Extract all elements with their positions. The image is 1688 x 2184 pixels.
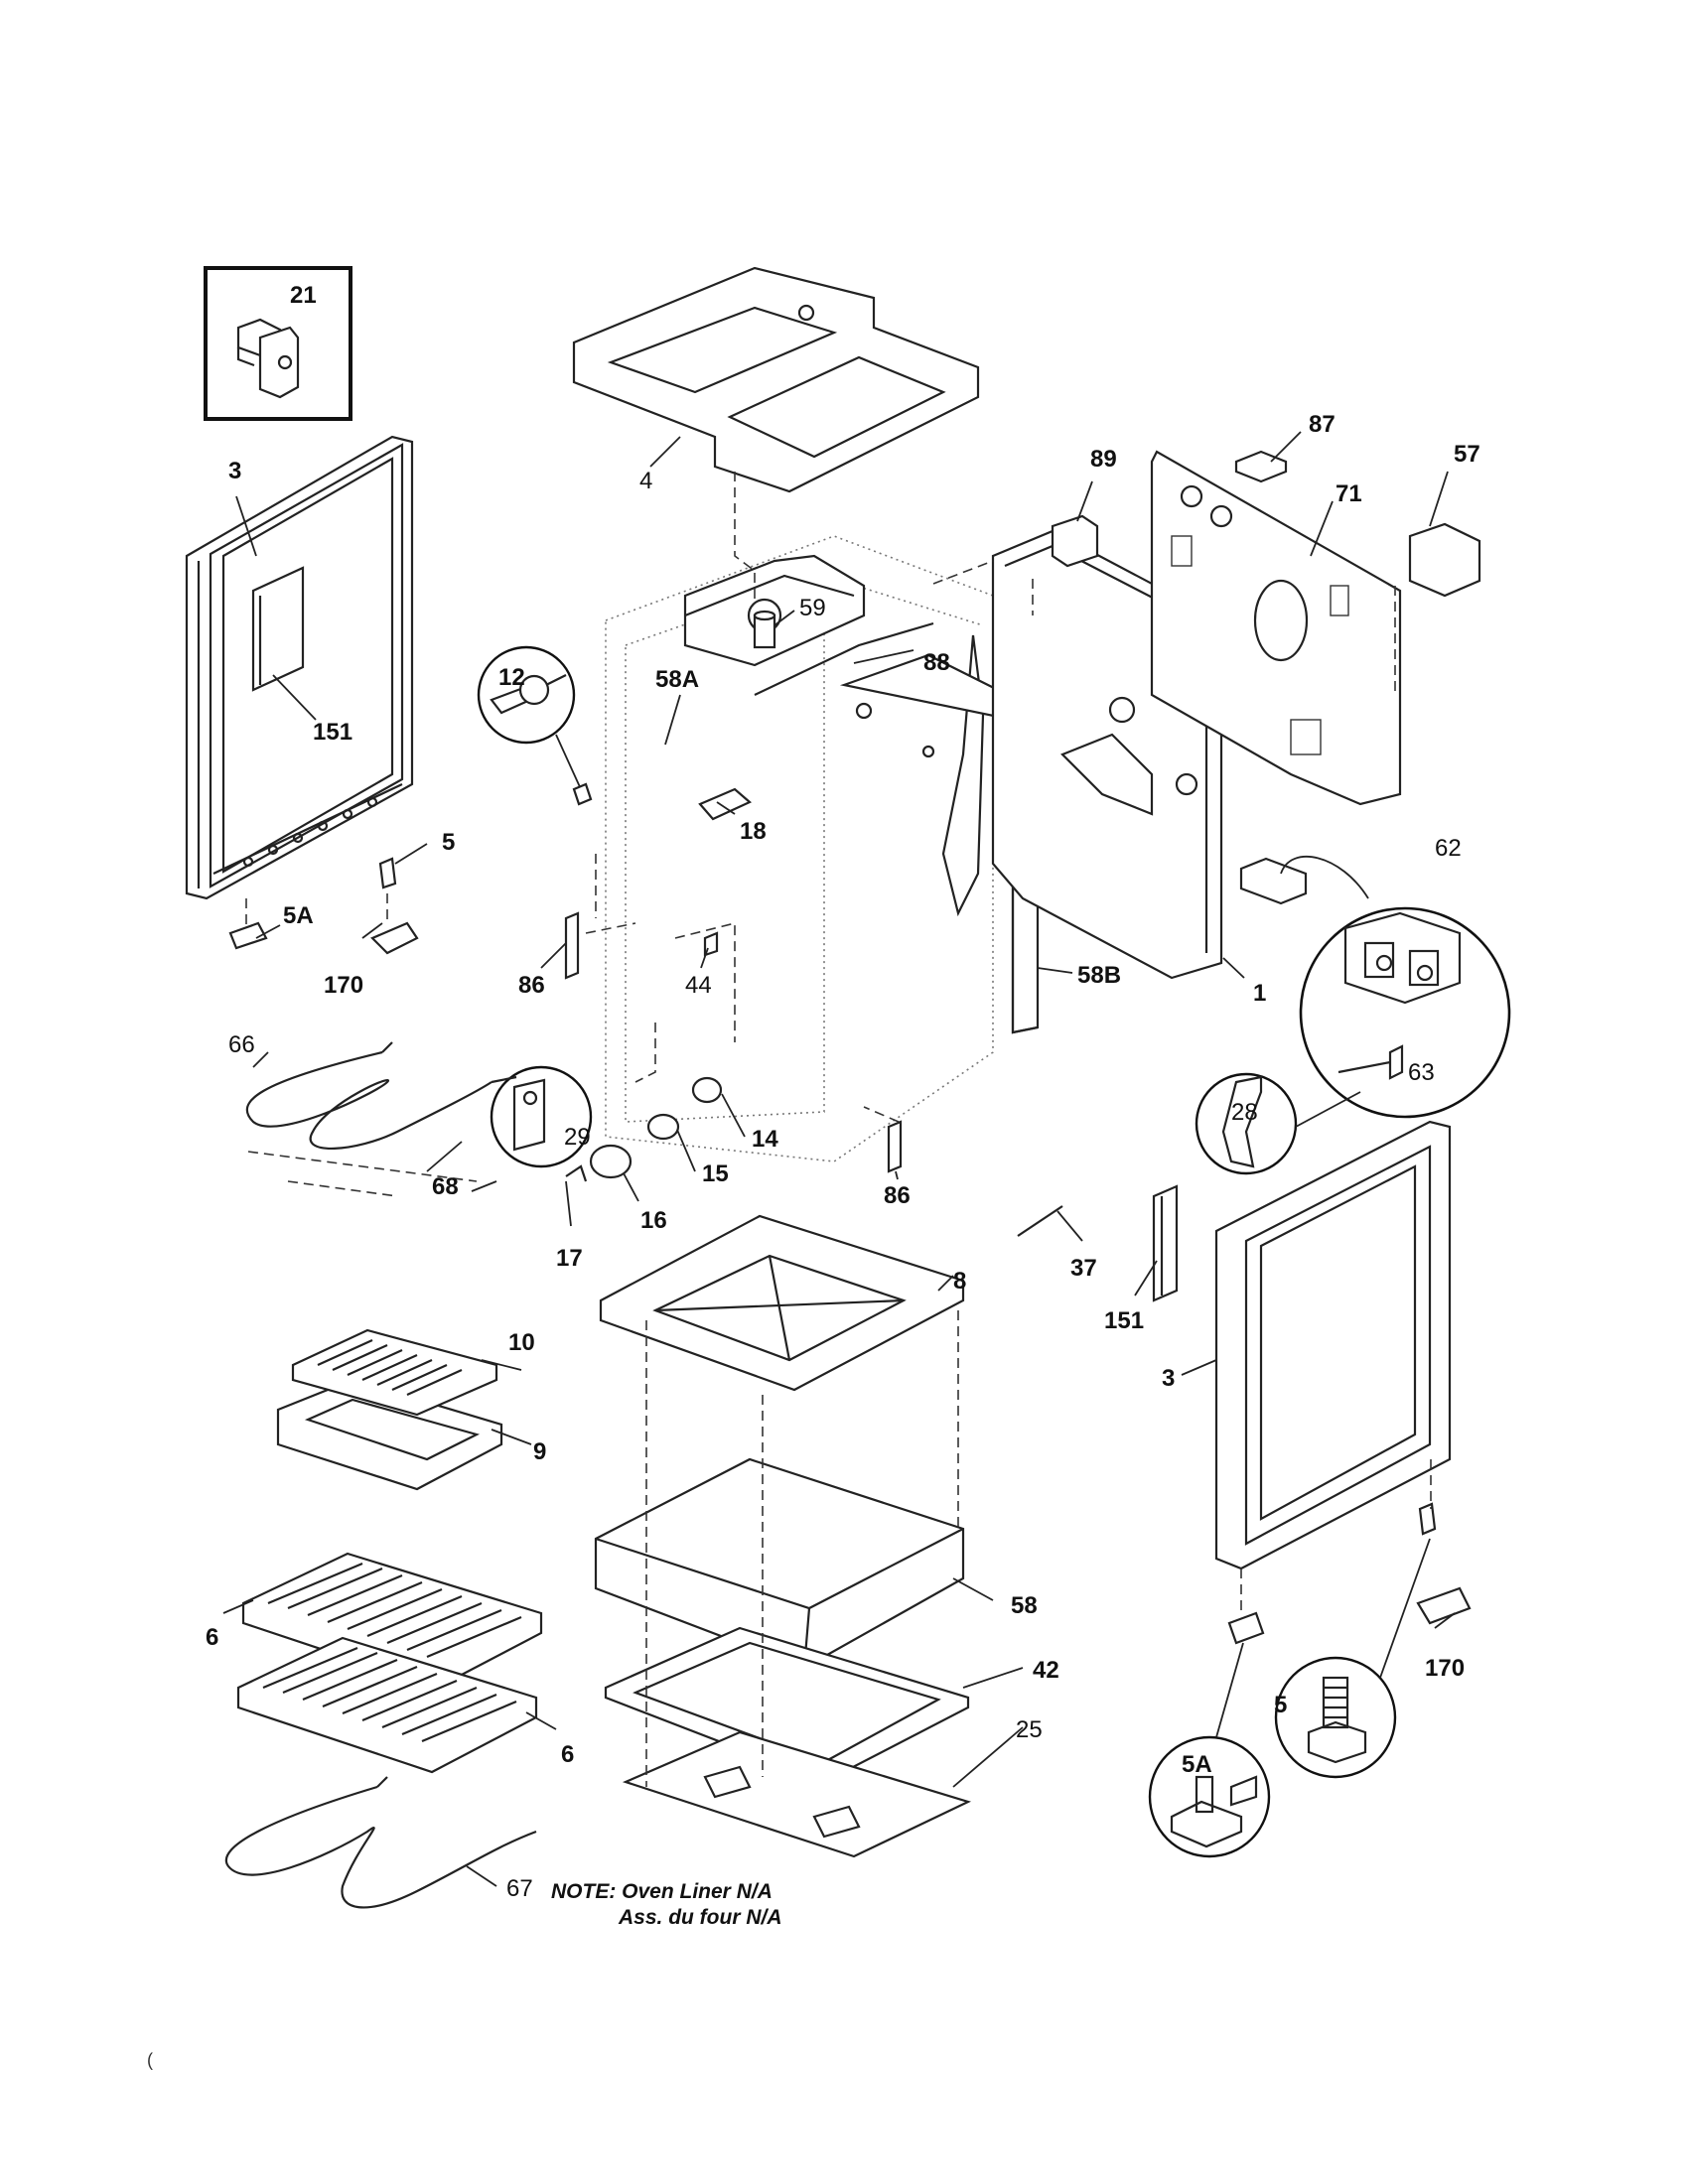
part-37-wire [1017, 1205, 1063, 1237]
leveler-left [228, 921, 268, 950]
label-5a-left: 5A [283, 902, 314, 929]
zoom-circle-29 [490, 1065, 593, 1168]
bottom-plate [622, 1730, 972, 1858]
broil-pan [276, 1328, 503, 1491]
leveler-right [1227, 1611, 1265, 1645]
label-151-right: 151 [1104, 1307, 1144, 1334]
zoom-circle-28 [1195, 1072, 1298, 1175]
inset-box-part-21 [204, 266, 352, 421]
label-58a: 58A [655, 666, 699, 693]
label-37: 37 [1070, 1255, 1097, 1282]
label-5a-right: 5A [1182, 1751, 1212, 1778]
part-57-cover [1408, 522, 1481, 598]
label-3-right: 3 [1162, 1365, 1175, 1392]
label-170-right: 170 [1425, 1655, 1465, 1682]
label-151-left: 151 [313, 719, 352, 746]
label-9: 9 [533, 1438, 546, 1465]
label-6-lower: 6 [561, 1741, 574, 1768]
lamp-assembly [565, 1076, 723, 1182]
oven-bottom-panel [599, 1214, 965, 1392]
hinge-receptacle-left [564, 911, 580, 980]
back-panel [1150, 450, 1402, 806]
label-88: 88 [923, 649, 950, 676]
top-panel [572, 266, 980, 493]
label-67: 67 [506, 1875, 533, 1902]
label-86-right: 86 [884, 1182, 911, 1209]
label-86-left: 86 [518, 972, 545, 999]
leg-right [1418, 1502, 1437, 1536]
label-8: 8 [953, 1268, 966, 1295]
bracket-170-right [1416, 1586, 1472, 1625]
label-87: 87 [1309, 411, 1336, 438]
label-14: 14 [752, 1126, 778, 1153]
bottom-insulation [594, 1457, 965, 1670]
label-25: 25 [1016, 1716, 1043, 1743]
label-170-left: 170 [324, 972, 363, 999]
label-58b: 58B [1077, 962, 1121, 989]
part-87-plate [1234, 450, 1288, 483]
oven-rack-upper [241, 1552, 543, 1690]
leader-lines [222, 431, 1456, 1887]
label-18: 18 [740, 818, 767, 845]
zoom-circle-sensor [477, 645, 576, 745]
label-28: 28 [1231, 1099, 1258, 1126]
part-18-sensor [698, 787, 753, 821]
bake-element [224, 1776, 537, 1909]
bracket-170-left [370, 921, 419, 955]
label-89: 89 [1090, 446, 1117, 473]
label-6-upper: 6 [206, 1624, 218, 1651]
label-62: 62 [1435, 835, 1462, 862]
note-line-1: NOTE: Oven Liner N/A [551, 1880, 773, 1903]
part-89-bracket [1051, 514, 1099, 568]
zoom-circle-leg [1274, 1656, 1397, 1779]
right-side-panel [1152, 1120, 1452, 1570]
label-5-right: 5 [1274, 1692, 1287, 1718]
note-line-2: Ass. du four N/A [619, 1906, 782, 1929]
label-68: 68 [432, 1173, 459, 1200]
label-29: 29 [564, 1124, 591, 1151]
label-4: 4 [639, 468, 652, 494]
terminal-block [1239, 857, 1308, 905]
zoom-circle-leveler [1148, 1735, 1271, 1858]
label-44: 44 [685, 972, 712, 999]
leg-left [378, 857, 397, 889]
hinge-receptacle-right [887, 1120, 903, 1173]
part-59-knob-holder [753, 610, 776, 649]
left-side-panel [185, 435, 414, 900]
label-59: 59 [799, 595, 826, 621]
broil-element [245, 1041, 517, 1197]
label-57: 57 [1454, 441, 1480, 468]
label-17: 17 [556, 1245, 583, 1272]
corner-mark: ( [147, 2050, 153, 2070]
label-12: 12 [498, 664, 525, 691]
label-1: 1 [1253, 980, 1266, 1007]
label-15: 15 [702, 1160, 729, 1187]
label-58: 58 [1011, 1592, 1038, 1619]
label-63: 63 [1408, 1059, 1435, 1086]
note-oven-liner: NOTE: Oven Liner N/A Ass. du four N/A [551, 1879, 879, 1931]
assembly-guides [245, 472, 1432, 1787]
label-21: 21 [290, 282, 317, 309]
label-10: 10 [508, 1329, 535, 1356]
label-42: 42 [1033, 1657, 1059, 1684]
label-16: 16 [640, 1207, 667, 1234]
part-88-wire [754, 621, 934, 696]
zoom-circle-terminal [1299, 906, 1511, 1119]
part-labels: 21 3 151 5 5A 170 4 59 58A 12 88 18 86 4… [206, 282, 1480, 1902]
label-3-left: 3 [228, 458, 241, 484]
oven-cavity [605, 535, 994, 1162]
label-5-left: 5 [442, 829, 455, 856]
label-71: 71 [1336, 480, 1362, 507]
label-66: 66 [228, 1031, 255, 1058]
